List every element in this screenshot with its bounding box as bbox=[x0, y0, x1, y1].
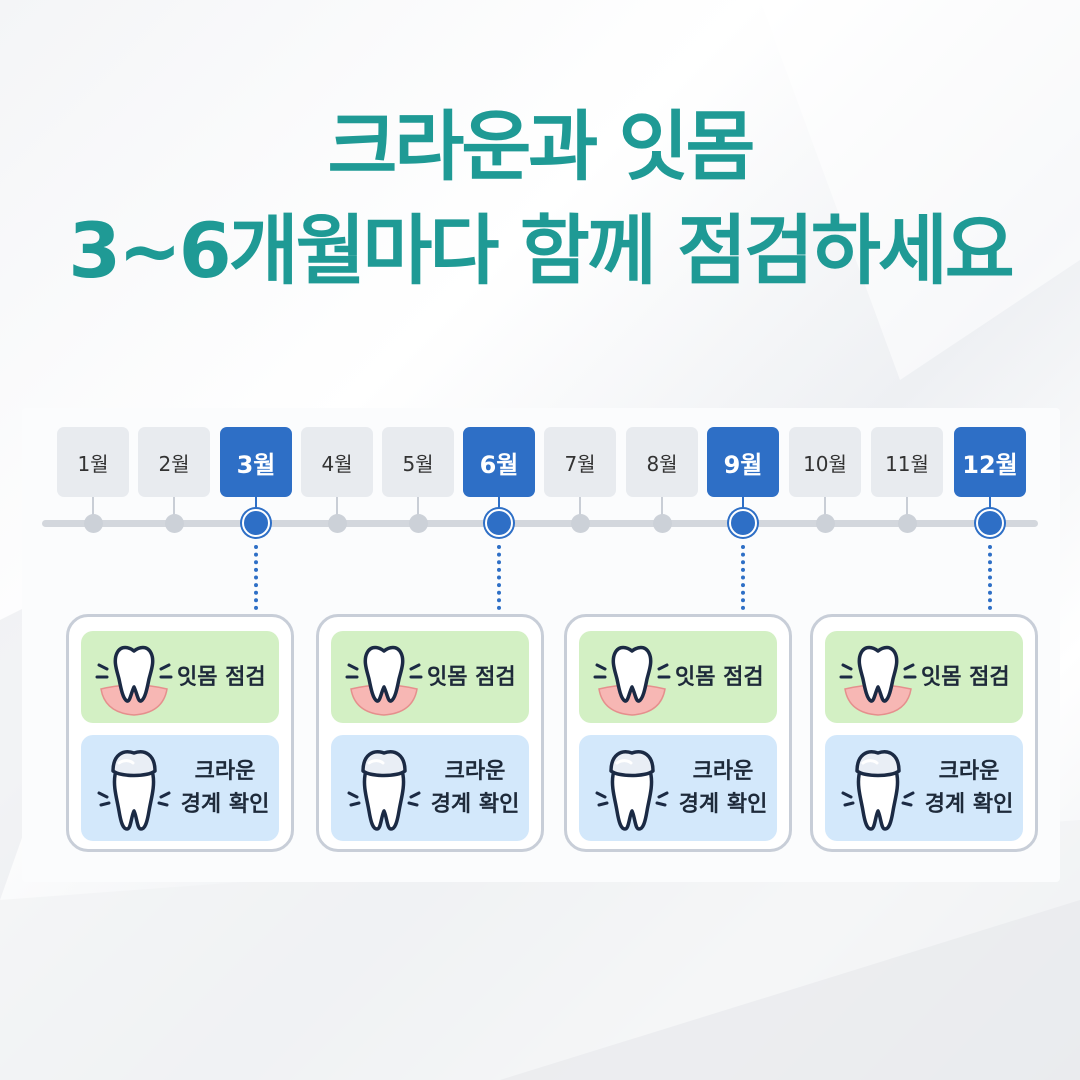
title-line-1: 크라운과 잇몸 bbox=[327, 102, 756, 191]
tooth-crown-icon bbox=[839, 741, 917, 835]
month-stem bbox=[989, 497, 991, 519]
crown-label-line-2: 경계 확인 bbox=[678, 792, 768, 817]
gum-check-label: 잇몸 점검 bbox=[921, 665, 1010, 690]
gum-check-box: 잇몸 점검 bbox=[579, 631, 777, 723]
crown-label-line-1: 크라운 bbox=[444, 759, 506, 784]
timeline-dot bbox=[815, 514, 835, 533]
dotted-connector bbox=[254, 545, 258, 610]
month-3: 3월 bbox=[220, 427, 292, 497]
dotted-connector bbox=[497, 545, 501, 610]
timeline-dot-highlight bbox=[729, 509, 757, 537]
month-stem bbox=[824, 497, 826, 519]
timeline-dot-highlight bbox=[242, 509, 270, 537]
tooth-gum-icon bbox=[93, 639, 175, 717]
month-9: 9월 bbox=[707, 427, 779, 497]
timeline-dot bbox=[327, 514, 347, 533]
tooth-gum-icon bbox=[343, 639, 425, 717]
crown-check-box: 크라운 경계 확인 bbox=[579, 735, 777, 841]
tooth-gum-icon bbox=[591, 639, 673, 717]
timeline-dot bbox=[652, 514, 672, 533]
crown-label-line-1: 크라운 bbox=[692, 759, 754, 784]
month-10: 10월 bbox=[789, 427, 861, 497]
month-5: 5월 bbox=[382, 427, 454, 497]
month-11: 11월 bbox=[871, 427, 943, 497]
timeline-dot bbox=[164, 514, 184, 533]
tooth-crown-icon bbox=[95, 741, 173, 835]
timeline-dot bbox=[408, 514, 428, 533]
tooth-crown-icon bbox=[345, 741, 423, 835]
crown-check-label: 크라운 경계 확인 bbox=[173, 755, 277, 821]
month-12: 12월 bbox=[954, 427, 1026, 497]
gum-check-box: 잇몸 점검 bbox=[81, 631, 279, 723]
month-stem bbox=[661, 497, 663, 519]
tooth-crown-icon bbox=[593, 741, 671, 835]
crown-check-label: 크라운 경계 확인 bbox=[671, 755, 775, 821]
crown-check-box: 크라운 경계 확인 bbox=[81, 735, 279, 841]
crown-label-line-2: 경계 확인 bbox=[430, 792, 520, 817]
month-stem bbox=[92, 497, 94, 519]
gum-check-box: 잇몸 점검 bbox=[825, 631, 1023, 723]
gum-check-label: 잇몸 점검 bbox=[427, 665, 516, 690]
crown-label-line-1: 크라운 bbox=[938, 759, 1000, 784]
month-1: 1월 bbox=[57, 427, 129, 497]
gum-check-label: 잇몸 점검 bbox=[177, 665, 266, 690]
dotted-connector bbox=[741, 545, 745, 610]
crown-label-line-2: 경계 확인 bbox=[180, 792, 270, 817]
dotted-connector bbox=[988, 545, 992, 610]
month-8: 8월 bbox=[626, 427, 698, 497]
crown-check-box: 크라운 경계 확인 bbox=[331, 735, 529, 841]
checkup-card-3: 잇몸 점검 크라운 경계 확인 bbox=[564, 614, 792, 852]
month-2: 2월 bbox=[138, 427, 210, 497]
timeline-track bbox=[42, 520, 1038, 527]
checkup-card-2: 잇몸 점검 크라운 경계 확인 bbox=[316, 614, 544, 852]
month-stem bbox=[173, 497, 175, 519]
gum-check-label: 잇몸 점검 bbox=[675, 665, 764, 690]
month-stem bbox=[255, 497, 257, 519]
crown-check-box: 크라운 경계 확인 bbox=[825, 735, 1023, 841]
timeline-dot bbox=[83, 514, 103, 533]
checkup-card-1: 잇몸 점검 크라운 경계 확인 bbox=[66, 614, 294, 852]
month-stem bbox=[579, 497, 581, 519]
crown-label-line-2: 경계 확인 bbox=[924, 792, 1014, 817]
gum-check-box: 잇몸 점검 bbox=[331, 631, 529, 723]
checkup-card-4: 잇몸 점검 크라운 경계 확인 bbox=[810, 614, 1038, 852]
timeline-dot bbox=[570, 514, 590, 533]
month-4: 4월 bbox=[301, 427, 373, 497]
month-stem bbox=[417, 497, 419, 519]
month-7: 7월 bbox=[544, 427, 616, 497]
title-line-2: 3~6개월마다 함께 점검하세요 bbox=[68, 206, 1014, 295]
crown-label-line-1: 크라운 bbox=[194, 759, 256, 784]
month-stem bbox=[906, 497, 908, 519]
timeline-dot-highlight bbox=[976, 509, 1004, 537]
month-6: 6월 bbox=[463, 427, 535, 497]
month-stem bbox=[498, 497, 500, 519]
timeline-dot-highlight bbox=[485, 509, 513, 537]
timeline-dot bbox=[897, 514, 917, 533]
month-stem bbox=[336, 497, 338, 519]
month-stem bbox=[742, 497, 744, 519]
page-title: 크라운과 잇몸 3~6개월마다 함께 점검하세요 bbox=[0, 95, 1080, 303]
crown-check-label: 크라운 경계 확인 bbox=[423, 755, 527, 821]
crown-check-label: 크라운 경계 확인 bbox=[917, 755, 1021, 821]
tooth-gum-icon bbox=[837, 639, 919, 717]
